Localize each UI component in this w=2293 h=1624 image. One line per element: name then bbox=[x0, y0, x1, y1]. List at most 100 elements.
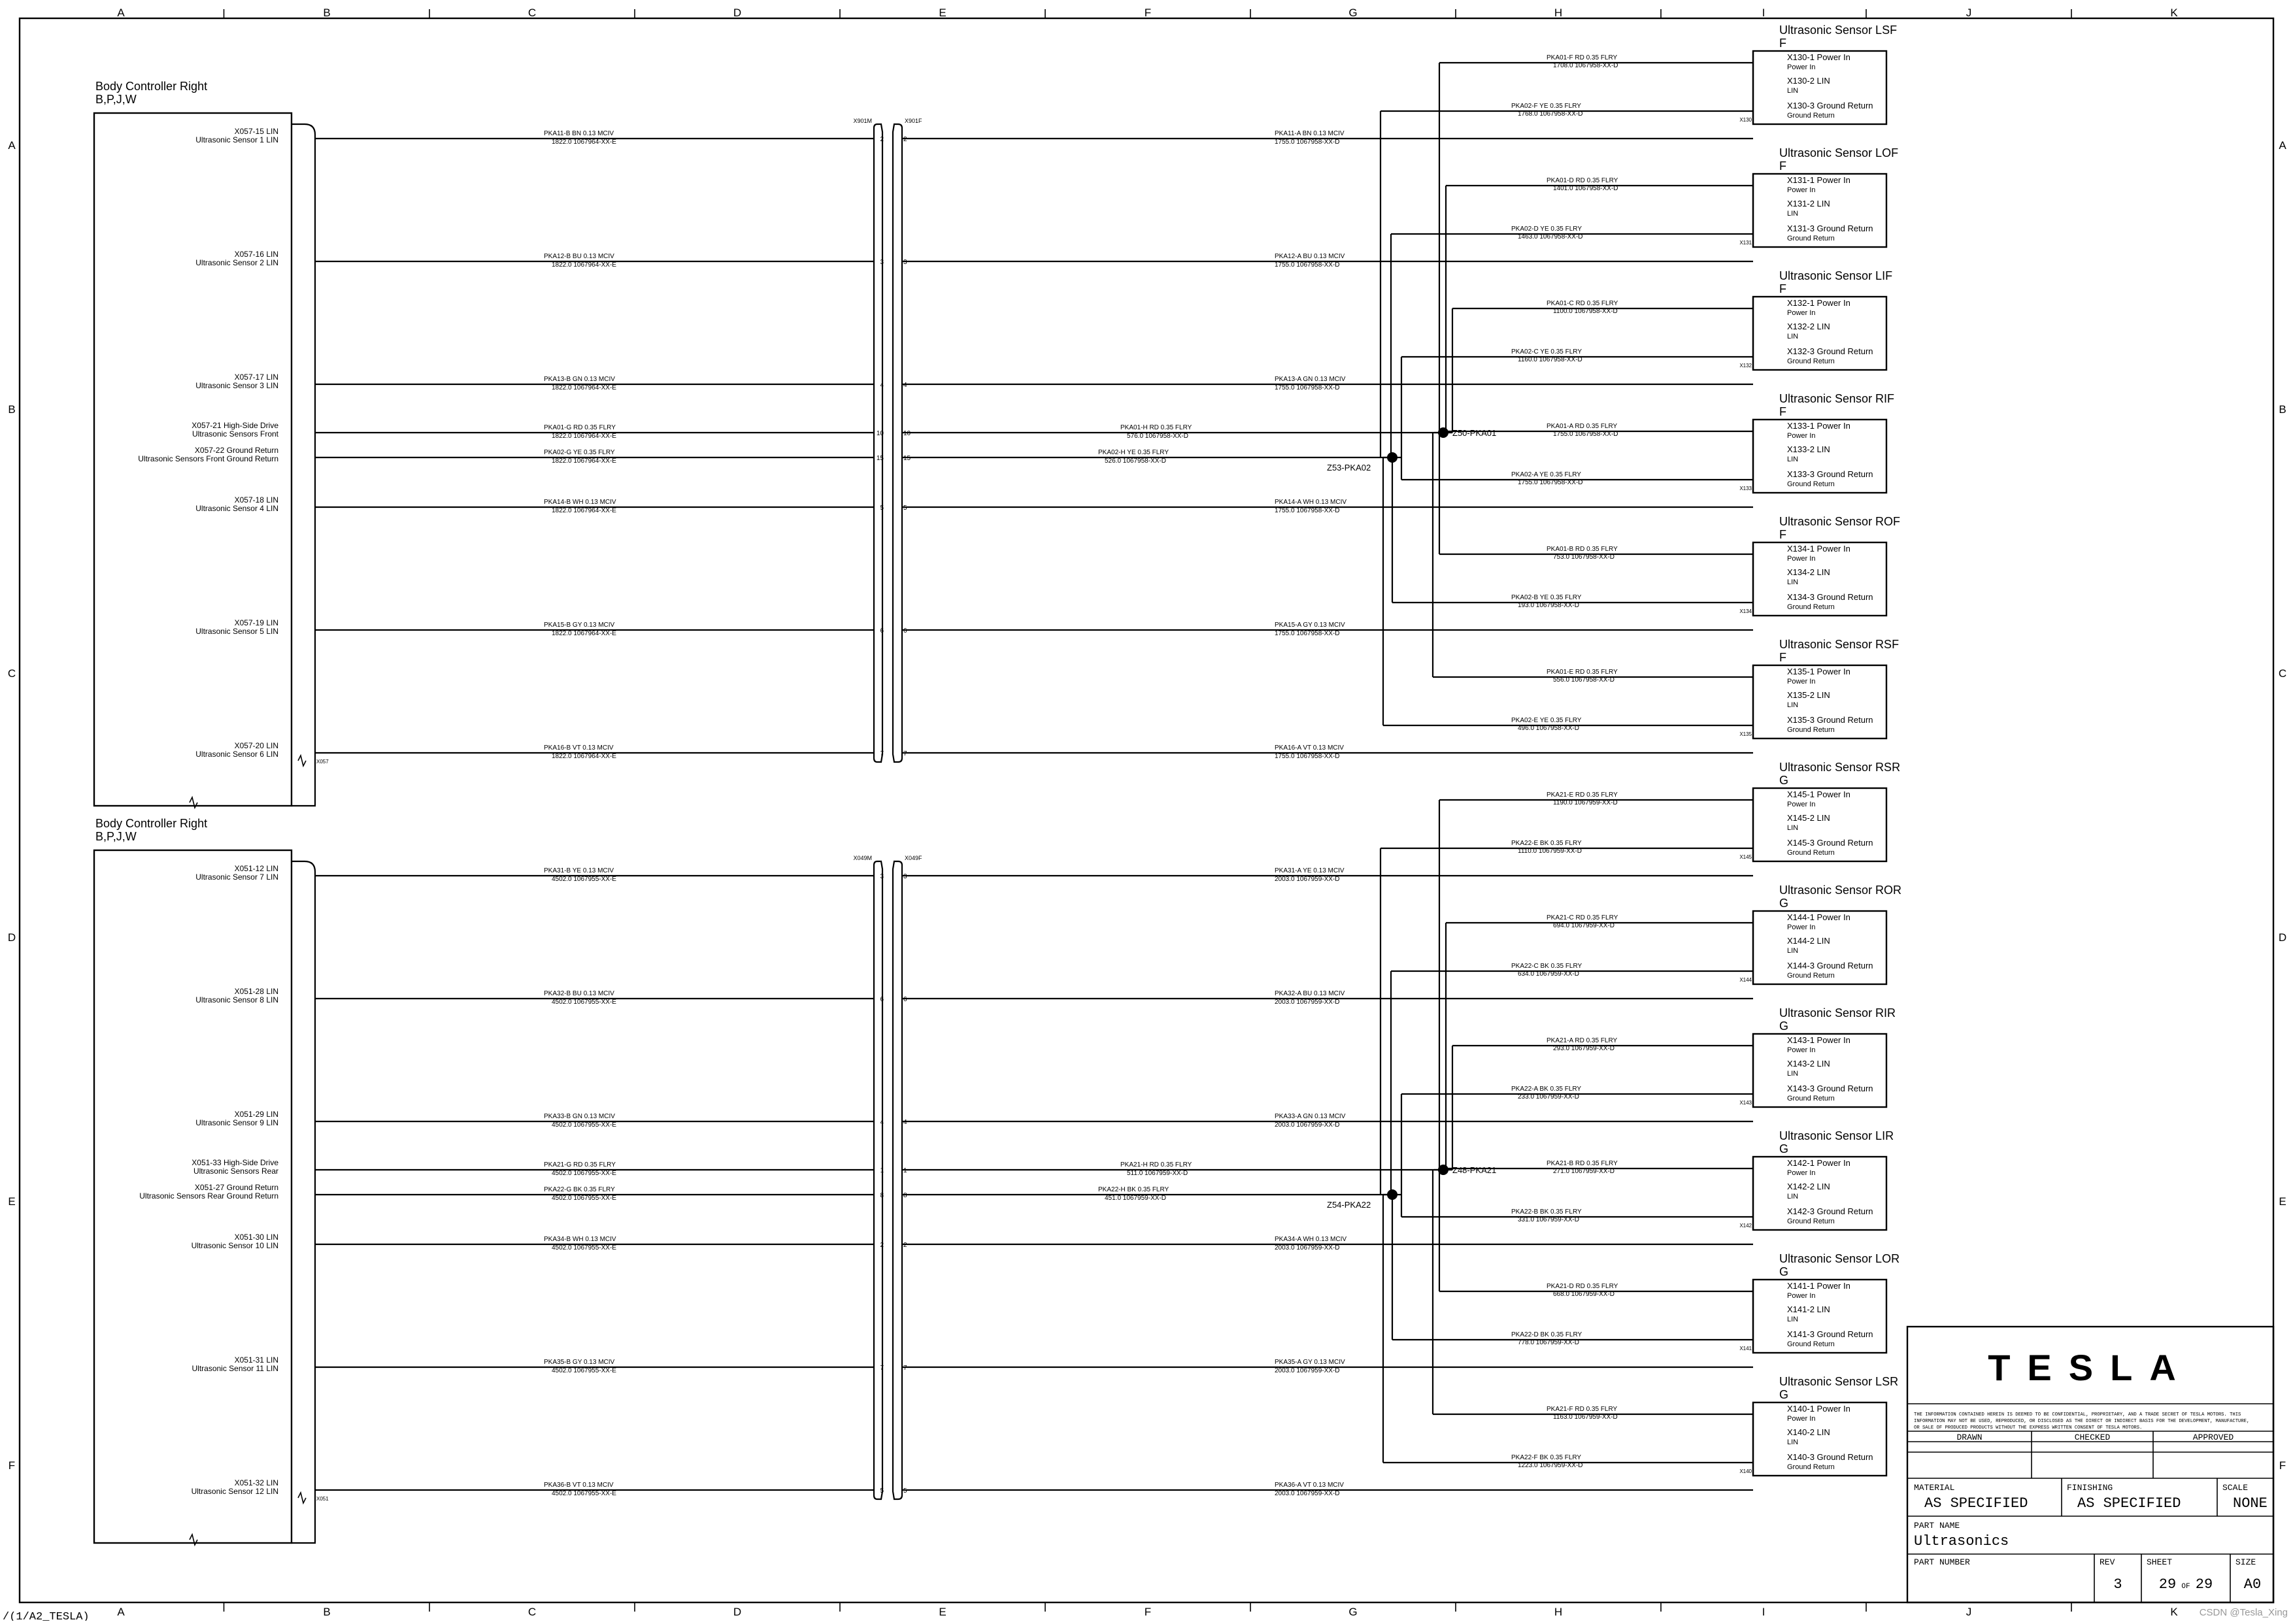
hsd-wire-length: 511.0 1067959-XX-D bbox=[1127, 1170, 1188, 1177]
power-wire-spec: PKA01-E RD 0.35 FLRY bbox=[1547, 669, 1618, 676]
sensor-variant: G bbox=[1779, 1019, 1788, 1033]
zone-col-bottom: H bbox=[1554, 1606, 1562, 1618]
sensor-pin-2-function: LIN bbox=[1787, 1316, 1798, 1323]
rev-value: 3 bbox=[2113, 1576, 2122, 1593]
wire-length-left: 1822.0 1067964-XX-E bbox=[552, 384, 616, 391]
sensor-pin-2: X130-2 LIN bbox=[1787, 76, 1830, 86]
sensor-variant: G bbox=[1779, 1388, 1788, 1401]
sensor-pin-3-function: Ground Return bbox=[1787, 357, 1835, 365]
power-wire-spec: PKA21-C RD 0.35 FLRY bbox=[1547, 914, 1618, 921]
inline-pin-number-f: 7 bbox=[903, 750, 907, 757]
sensor-connector-tag: X131 bbox=[1739, 240, 1752, 246]
sensor-pin-2: X140-2 LIN bbox=[1787, 1427, 1830, 1437]
inline-pin-number-m: 3 bbox=[880, 259, 884, 266]
wire-spec-left: PKA36-B VT 0.13 MCIV bbox=[544, 1482, 614, 1489]
zone-row-left: A bbox=[8, 139, 16, 152]
ecu-pin-label: X057-21 High-Side Drive bbox=[192, 421, 278, 430]
wire-spec-left: PKA11-B BN 0.13 MCIV bbox=[544, 130, 614, 137]
inline-pin-number-m: 7 bbox=[880, 1365, 884, 1372]
zone-col-bottom: J bbox=[1966, 1606, 1972, 1618]
scale-label: SCALE bbox=[2222, 1483, 2248, 1493]
ecu-pin-function: Ultrasonic Sensor 11 LIN bbox=[192, 1364, 278, 1373]
ecu-pin-label: X057-19 LIN bbox=[235, 618, 278, 627]
inline-pin-number-m: 6 bbox=[880, 627, 884, 635]
ground-wire-spec: PKA22-F BK 0.35 FLRY bbox=[1511, 1454, 1581, 1461]
sensor-connector-tag: X140 bbox=[1739, 1468, 1752, 1474]
sensor-pin-1: X130-1 Power In bbox=[1787, 52, 1850, 62]
inline-pin-number-m: 10 bbox=[877, 430, 884, 437]
ecu-pin-function: Ultrasonic Sensors Front bbox=[192, 429, 279, 439]
wire-spec-left: PKA12-B BU 0.13 MCIV bbox=[544, 253, 614, 260]
inline-connector-female bbox=[892, 123, 903, 763]
wire-length-left: 1822.0 1067964-XX-E bbox=[552, 630, 616, 637]
sensor-title: Ultrasonic Sensor LOR bbox=[1779, 1252, 1900, 1265]
sensor-pin-3-function: Ground Return bbox=[1787, 480, 1835, 488]
zone-row-right: E bbox=[2279, 1195, 2286, 1208]
ground-wire-spec: PKA02-A YE 0.35 FLRY bbox=[1511, 471, 1581, 478]
wire-length-left: 1822.0 1067964-XX-E bbox=[552, 261, 616, 269]
zone-col-top: E bbox=[939, 7, 946, 19]
splice-label-hsd: Z48-PKA21 bbox=[1452, 1165, 1496, 1175]
checked-label: CHECKED bbox=[2075, 1433, 2111, 1442]
power-wire-spec: PKA01-A RD 0.35 FLRY bbox=[1547, 423, 1618, 430]
sensor-pin-1-function: Power In bbox=[1787, 1046, 1815, 1054]
inline-connector-female bbox=[892, 860, 903, 1500]
inline-pin-number-m: 2 bbox=[880, 1242, 884, 1249]
sensor-pin-2: X131-2 LIN bbox=[1787, 199, 1830, 208]
sensor-title: Ultrasonic Sensor LIR bbox=[1779, 1129, 1894, 1142]
sensor-pin-3: X142-3 Ground Return bbox=[1787, 1206, 1873, 1216]
ecu-pin-label: X051-27 Ground Return bbox=[195, 1183, 278, 1192]
ecu-box bbox=[93, 112, 293, 807]
inline-pin-number-f: 3 bbox=[903, 259, 907, 266]
wire-spec-left: PKA33-B GN 0.13 MCIV bbox=[544, 1113, 615, 1120]
ground-wire-length: 1755.0 1067958-XX-D bbox=[1518, 479, 1583, 486]
inline-pin-number-m: 4 bbox=[880, 1119, 884, 1126]
sensor-pin-3-function: Ground Return bbox=[1787, 1218, 1835, 1225]
sensor-pin-2: X144-2 LIN bbox=[1787, 936, 1830, 946]
zone-col-top: C bbox=[528, 7, 536, 19]
ecu-pin-label: X051-32 LIN bbox=[235, 1478, 278, 1487]
zone-row-right: A bbox=[2279, 139, 2286, 152]
ground-wire-length: 193.0 1067958-XX-D bbox=[1518, 602, 1579, 609]
sensor-pin-3-function: Ground Return bbox=[1787, 603, 1835, 611]
watermark: CSDN @Tesla_Xing bbox=[2200, 1607, 2288, 1618]
sensor-connector-tag: X142 bbox=[1739, 1223, 1752, 1229]
power-wire-length: 1163.0 1067959-XX-D bbox=[1553, 1414, 1618, 1421]
wire-length-right: 1755.0 1067958-XX-D bbox=[1275, 753, 1340, 760]
wire-length-left: 1822.0 1067964-XX-E bbox=[552, 139, 616, 146]
wire-length-left: 4502.0 1067955-XX-E bbox=[552, 1490, 616, 1497]
break-mark bbox=[189, 795, 198, 810]
inline-pin-number-m: 2 bbox=[880, 136, 884, 143]
inline-pin-number-f: 6 bbox=[903, 996, 907, 1003]
wire-spec-left: PKA02-G YE 0.35 FLRY bbox=[544, 449, 615, 456]
zone-col-top: J bbox=[1966, 7, 1972, 19]
disclaimer-line-2: INFORMATION MAY NOT BE USED, REPRODUCED,… bbox=[1914, 1419, 2249, 1424]
zone-col-top: D bbox=[733, 7, 741, 19]
sensor-variant: F bbox=[1779, 528, 1786, 541]
sensor-pin-2-function: LIN bbox=[1787, 1193, 1798, 1201]
sensor-pin-2-function: LIN bbox=[1787, 947, 1798, 955]
ecu-pin-function: Ultrasonic Sensor 12 LIN bbox=[192, 1487, 278, 1496]
sensor-pin-2: X133-2 LIN bbox=[1787, 444, 1830, 454]
wire-spec-left: PKA13-B GN 0.13 MCIV bbox=[544, 376, 615, 383]
zone-col-bottom: F bbox=[1145, 1606, 1151, 1618]
ecu-pin-label: X057-18 LIN bbox=[235, 495, 278, 505]
sensor-pin-3-function: Ground Return bbox=[1787, 1340, 1835, 1348]
inline-connector-right-label: X901F bbox=[905, 118, 922, 124]
inline-pin-number-f: 2 bbox=[903, 136, 907, 143]
inline-pin-number-m: 1 bbox=[880, 1167, 884, 1174]
power-wire-spec: PKA01-C RD 0.35 FLRY bbox=[1547, 300, 1618, 307]
wire-spec-right: PKA35-A GY 0.13 MCIV bbox=[1275, 1359, 1345, 1366]
zone-row-right: C bbox=[2279, 667, 2286, 680]
power-wire-length: 694.0 1067959-XX-D bbox=[1553, 922, 1615, 929]
sensor-connector-tag: X132 bbox=[1739, 363, 1752, 369]
zone-col-bottom: B bbox=[323, 1606, 330, 1618]
sensor-pin-1: X135-1 Power In bbox=[1787, 667, 1850, 676]
power-wire-spec: PKA21-B RD 0.35 FLRY bbox=[1547, 1160, 1618, 1167]
ground-wire-spec: PKA02-B YE 0.35 FLRY bbox=[1511, 594, 1582, 601]
